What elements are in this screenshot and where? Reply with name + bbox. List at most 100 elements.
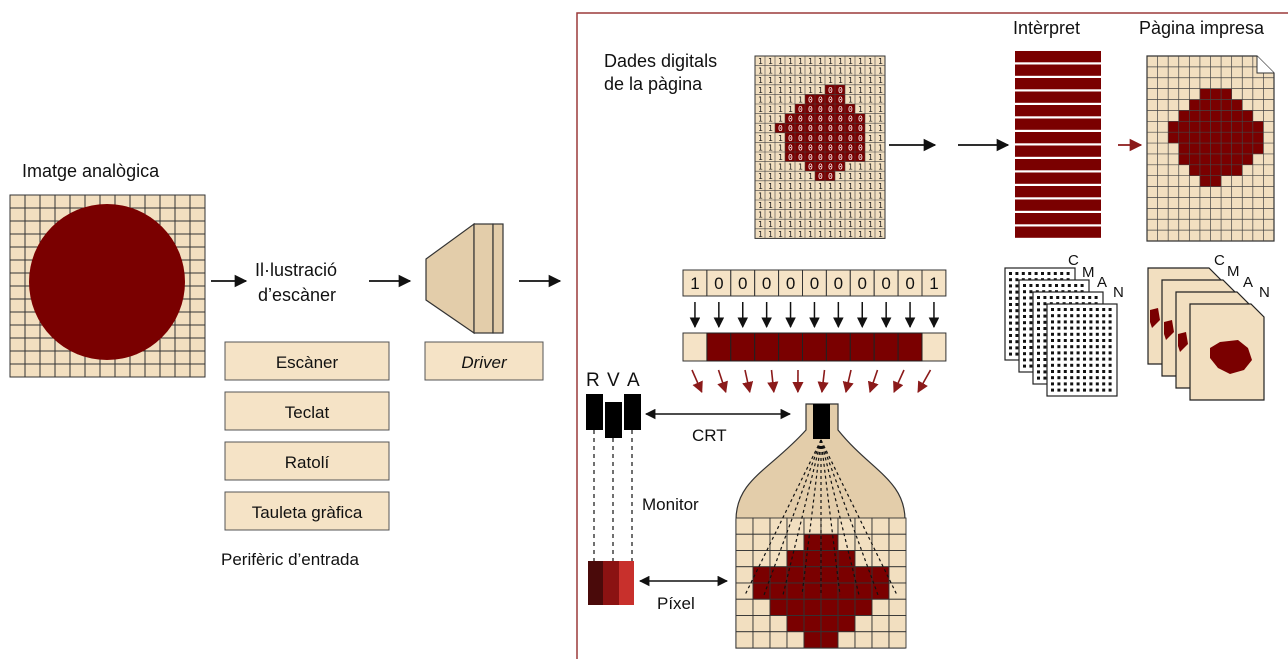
svg-text:1: 1 — [788, 191, 793, 200]
svg-text:0: 0 — [818, 105, 823, 114]
svg-text:1: 1 — [758, 201, 763, 210]
svg-text:0: 0 — [808, 143, 813, 152]
svg-text:1: 1 — [758, 172, 763, 181]
svg-text:1: 1 — [858, 95, 863, 104]
bit-value: 0 — [738, 274, 747, 293]
svg-text:1: 1 — [868, 57, 873, 66]
svg-text:1: 1 — [778, 201, 783, 210]
input-device-tauleta-label: Tauleta gràfica — [252, 503, 363, 522]
svg-text:1: 1 — [788, 67, 793, 76]
svg-text:1: 1 — [768, 211, 773, 220]
svg-text:1: 1 — [818, 211, 823, 220]
svg-text:1: 1 — [868, 76, 873, 85]
svg-text:1: 1 — [758, 67, 763, 76]
svg-text:1: 1 — [868, 211, 873, 220]
svg-text:1: 1 — [798, 57, 803, 66]
svg-text:1: 1 — [788, 230, 793, 239]
svg-text:1: 1 — [868, 67, 873, 76]
svg-text:1: 1 — [868, 115, 873, 124]
svg-text:1: 1 — [878, 163, 883, 172]
svg-text:1: 1 — [778, 143, 783, 152]
svg-text:1: 1 — [858, 86, 863, 95]
svg-text:1: 1 — [768, 153, 773, 162]
cmyk-letter: N — [1259, 284, 1270, 301]
svg-text:0: 0 — [848, 143, 853, 152]
svg-text:1: 1 — [758, 95, 763, 104]
svg-text:1: 1 — [848, 67, 853, 76]
svg-text:1: 1 — [818, 191, 823, 200]
svg-text:0: 0 — [858, 143, 863, 152]
svg-text:1: 1 — [878, 191, 883, 200]
bit-value: 0 — [858, 274, 867, 293]
svg-text:1: 1 — [768, 163, 773, 172]
svg-text:0: 0 — [798, 124, 803, 133]
svg-text:1: 1 — [878, 57, 883, 66]
svg-text:1: 1 — [768, 86, 773, 95]
svg-text:1: 1 — [758, 163, 763, 172]
bit-value: 0 — [834, 274, 843, 293]
svg-text:1: 1 — [778, 172, 783, 181]
svg-text:1: 1 — [798, 182, 803, 191]
svg-text:0: 0 — [808, 124, 813, 133]
rva-letter-r: R — [586, 370, 600, 391]
svg-text:1: 1 — [868, 220, 873, 229]
svg-text:1: 1 — [848, 211, 853, 220]
svg-text:1: 1 — [848, 230, 853, 239]
svg-text:1: 1 — [778, 191, 783, 200]
svg-text:1: 1 — [758, 124, 763, 133]
analog-image — [9, 194, 206, 378]
svg-text:1: 1 — [798, 220, 803, 229]
svg-text:0: 0 — [858, 124, 863, 133]
svg-text:1: 1 — [798, 95, 803, 104]
bit-cell — [921, 269, 947, 297]
svg-text:1: 1 — [818, 86, 823, 95]
svg-text:1: 1 — [798, 230, 803, 239]
svg-text:1: 1 — [858, 211, 863, 220]
svg-text:0: 0 — [828, 134, 833, 143]
analog-red-disc — [29, 204, 185, 360]
driver-shape — [425, 222, 504, 335]
svg-text:0: 0 — [838, 86, 843, 95]
svg-text:1: 1 — [778, 134, 783, 143]
svg-text:1: 1 — [878, 172, 883, 181]
printed-page — [1146, 55, 1275, 242]
svg-text:0: 0 — [818, 163, 823, 172]
svg-text:1: 1 — [878, 105, 883, 114]
svg-text:1: 1 — [828, 76, 833, 85]
svg-text:1: 1 — [808, 220, 813, 229]
cmyk-letter: A — [1243, 274, 1253, 291]
svg-text:1: 1 — [858, 201, 863, 210]
svg-text:1: 1 — [818, 57, 823, 66]
input-device-teclat: Teclat — [224, 391, 390, 431]
crt-tube — [735, 403, 907, 649]
svg-text:1: 1 — [868, 191, 873, 200]
svg-text:1: 1 — [758, 153, 763, 162]
svg-text:1: 1 — [798, 76, 803, 85]
svg-text:1: 1 — [768, 134, 773, 143]
svg-text:1: 1 — [788, 182, 793, 191]
input-device-tauleta: Tauleta gràfica — [224, 491, 390, 531]
svg-text:1: 1 — [838, 182, 843, 191]
svg-text:1: 1 — [798, 172, 803, 181]
cmyk-letter: A — [1097, 274, 1107, 291]
svg-text:1: 1 — [868, 172, 873, 181]
svg-text:0: 0 — [818, 143, 823, 152]
svg-text:0: 0 — [838, 95, 843, 104]
svg-text:0: 0 — [828, 86, 833, 95]
svg-text:1: 1 — [868, 134, 873, 143]
svg-text:1: 1 — [808, 172, 813, 181]
svg-text:0: 0 — [828, 95, 833, 104]
svg-text:1: 1 — [758, 211, 763, 220]
svg-text:1: 1 — [768, 172, 773, 181]
svg-text:1: 1 — [788, 220, 793, 229]
svg-text:1: 1 — [798, 201, 803, 210]
svg-text:1: 1 — [858, 57, 863, 66]
svg-text:1: 1 — [858, 67, 863, 76]
cmyk-letter: M — [1227, 263, 1240, 280]
svg-text:1: 1 — [768, 57, 773, 66]
svg-text:1: 1 — [778, 76, 783, 85]
svg-text:0: 0 — [818, 172, 823, 181]
monitor-label: Monitor — [642, 495, 699, 514]
svg-text:1: 1 — [878, 134, 883, 143]
